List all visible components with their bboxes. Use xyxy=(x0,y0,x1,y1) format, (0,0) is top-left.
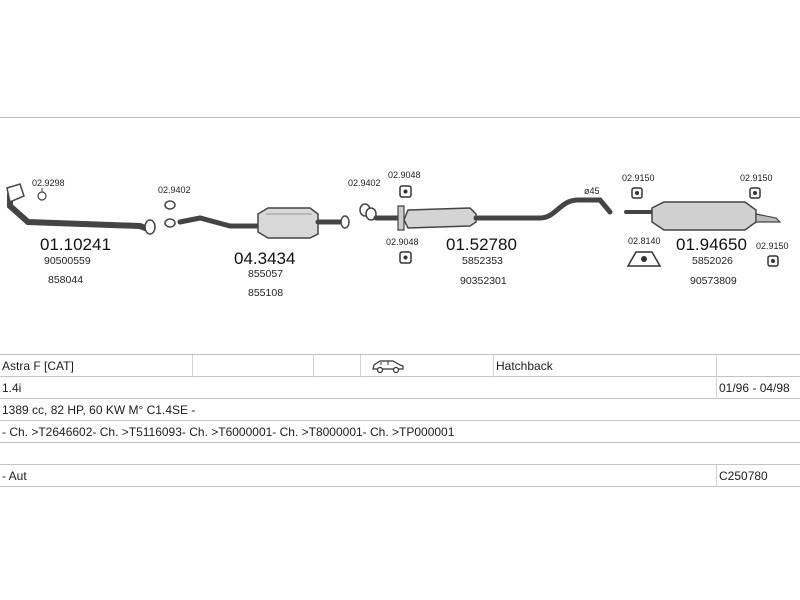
part-bracket-label: 02.8140 xyxy=(628,236,661,246)
mounting-bracket-icon xyxy=(626,251,662,267)
rubber-hanger-icon xyxy=(749,187,761,199)
clamp-icon xyxy=(359,203,377,221)
clamp-ring-icon xyxy=(164,200,176,228)
catalytic-converter[interactable] xyxy=(177,207,350,239)
car-icon xyxy=(372,359,404,373)
rear-silencer[interactable] xyxy=(624,201,782,231)
part-hanger-label: 02.9150 xyxy=(622,173,655,183)
ref-number: 5852353 xyxy=(462,255,503,267)
ref-number: 5852026 xyxy=(692,255,733,267)
spec-row-model: Astra F [CAT] Hatchback xyxy=(0,354,800,377)
spec-row-transmission: - Aut C250780 xyxy=(0,464,800,487)
body-cell: Hatchback xyxy=(493,354,717,377)
spec-row-chassis: - Ch. >T2646602- Ch. >T5116093- Ch. >T60… xyxy=(0,420,800,443)
ref-number: 858044 xyxy=(48,274,83,286)
rubber-hanger-icon xyxy=(399,251,412,264)
car-icon-cell xyxy=(360,354,494,377)
part-hanger-label: 02.9150 xyxy=(756,241,789,251)
part-hanger-label: 02.9048 xyxy=(388,170,421,180)
code-cell: C250780 xyxy=(716,464,800,487)
pipe-end-icon xyxy=(144,219,156,235)
ref-number: 90573809 xyxy=(690,275,737,287)
part-number-rear-silencer[interactable]: 01.94650 xyxy=(676,235,747,254)
front-pipe[interactable] xyxy=(6,183,156,235)
years-cell: 01/96 - 04/98 xyxy=(716,376,800,399)
flange-icon xyxy=(6,183,25,204)
vehicle-spec-table: Astra F [CAT] Hatchback 1.4i 01/96 - 04/… xyxy=(0,354,800,487)
transmission-cell: - Aut xyxy=(0,464,717,487)
pipe-diameter-label: ø45 xyxy=(584,186,600,196)
model-cell: Astra F [CAT] xyxy=(0,354,193,377)
exhaust-diagram: 02.9298 01.10241 90500559 858044 02.9402… xyxy=(6,170,789,299)
centre-silencer[interactable] xyxy=(373,197,613,231)
ref-number: 90500559 xyxy=(44,255,91,267)
rubber-hanger-icon xyxy=(631,187,643,199)
spec-row-engine: 1.4i 01/96 - 04/98 xyxy=(0,376,800,399)
ref-number: 90352301 xyxy=(460,275,507,287)
part-clamp-label: 02.9402 xyxy=(348,178,381,188)
rubber-hanger-icon xyxy=(399,185,412,198)
spec-cell: 1389 cc, 82 HP, 60 KW M° C1.4SE - xyxy=(0,398,800,421)
part-number-catalytic-converter[interactable]: 04.3434 xyxy=(234,249,295,268)
chassis-cell: - Ch. >T2646602- Ch. >T5116093- Ch. >T60… xyxy=(0,420,800,443)
part-hanger-label: 02.9150 xyxy=(740,173,773,183)
ref-number: 855057 xyxy=(248,268,283,280)
engine-cell: 1.4i xyxy=(0,376,717,399)
rubber-hanger-icon xyxy=(767,255,779,267)
top-rule xyxy=(0,117,800,118)
part-hanger-label: 02.9048 xyxy=(386,237,419,247)
part-clamp-label: 02.9298 xyxy=(32,178,65,188)
spec-row-spec: 1389 cc, 82 HP, 60 KW M° C1.4SE - xyxy=(0,398,800,421)
part-number-centre-silencer[interactable]: 01.52780 xyxy=(446,235,517,254)
part-number-front-pipe[interactable]: 01.10241 xyxy=(40,235,111,254)
clamp-icon xyxy=(37,191,47,201)
ref-number: 855108 xyxy=(248,287,283,299)
part-clamp-label: 02.9402 xyxy=(158,185,191,195)
